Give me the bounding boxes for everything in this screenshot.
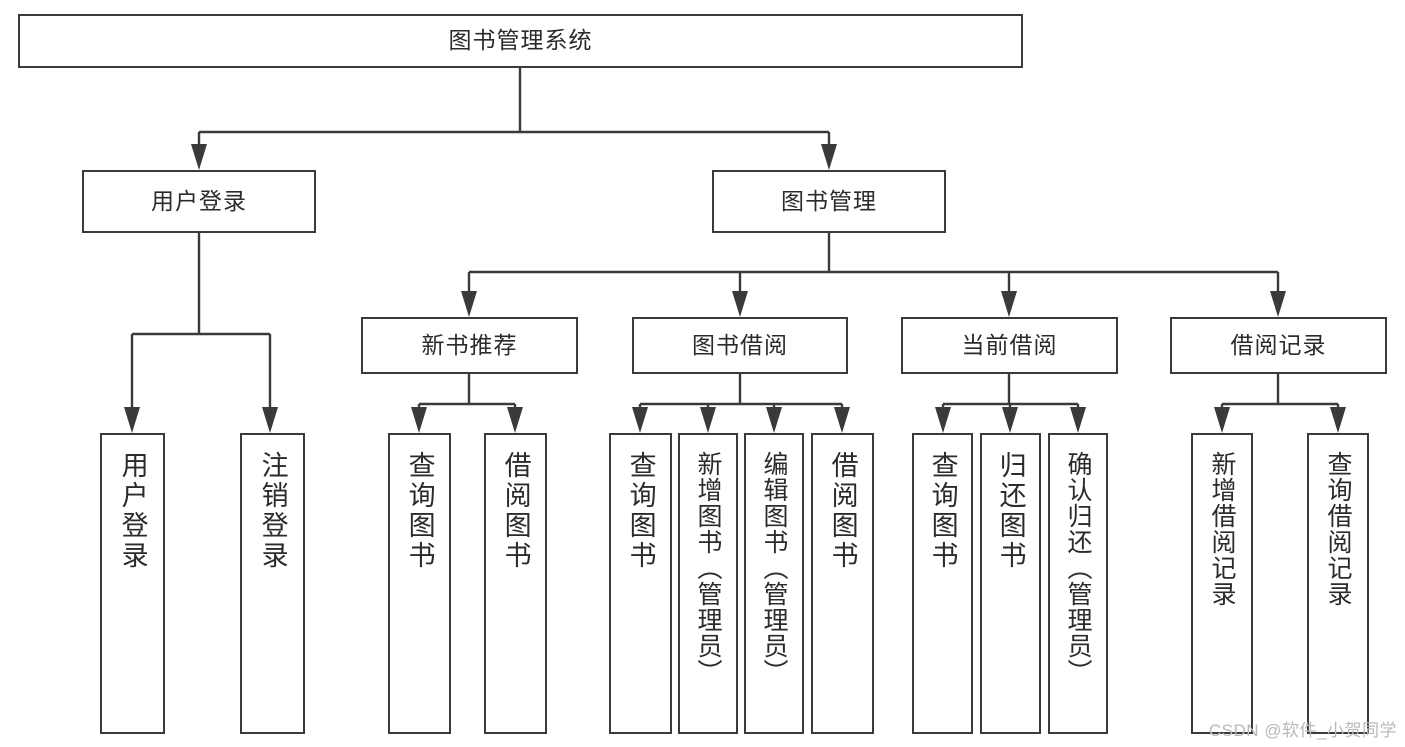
node-label: 查询图书 (927, 451, 958, 571)
arrowhead-borrowrecord-l1 (1214, 407, 1230, 433)
arrowhead-currentborrow (1001, 291, 1017, 317)
arrowhead-bookborrow-l1 (632, 407, 648, 433)
node-root-book-management-system[interactable]: 图书管理系统 (18, 14, 1023, 68)
node-label: 新增借阅记录 (1208, 451, 1236, 607)
arrowhead-currentborrow-l3 (1070, 407, 1086, 433)
leaf-borrow-record-query-record[interactable]: 查询借阅记录 (1307, 433, 1369, 734)
node-label: 确认归还（管理员） (1064, 451, 1092, 685)
node-label: 图书管理 (781, 187, 877, 214)
node-borrow-record[interactable]: 借阅记录 (1170, 317, 1387, 374)
arrowhead-bookborrow-l4 (834, 407, 850, 433)
leaf-user-login-logout[interactable]: 注销登录 (240, 433, 305, 734)
node-label: 查询借阅记录 (1324, 451, 1352, 607)
node-label: 借阅图书 (500, 451, 531, 571)
node-label: 图书借阅 (692, 331, 788, 358)
arrowhead-bookborrow-l2 (700, 407, 716, 433)
node-user-login[interactable]: 用户登录 (82, 170, 316, 233)
leaf-book-borrow-query-book[interactable]: 查询图书 (609, 433, 672, 734)
node-label: 用户登录 (117, 451, 148, 571)
arrowhead-newbook-l1 (411, 407, 427, 433)
node-label: 借阅记录 (1230, 331, 1327, 358)
arrowhead-newbook-l2 (507, 407, 523, 433)
node-label: 图书管理系统 (448, 27, 593, 54)
leaf-new-book-borrow-book[interactable]: 借阅图书 (484, 433, 547, 734)
arrowhead-borrowrecord (1270, 291, 1286, 317)
leaf-current-borrow-return-book[interactable]: 归还图书 (980, 433, 1041, 734)
arrowhead-userlogin (191, 144, 207, 170)
node-label: 用户登录 (151, 187, 247, 214)
node-label: 归还图书 (995, 451, 1026, 571)
arrowhead-bookborrow-l3 (766, 407, 782, 433)
leaf-book-borrow-edit-book-admin[interactable]: 编辑图书（管理员） (744, 433, 804, 734)
leaf-book-borrow-add-book-admin[interactable]: 新增图书（管理员） (678, 433, 738, 734)
arrowhead-borrowrecord-l2 (1330, 407, 1346, 433)
arrowhead-bookborrow (732, 291, 748, 317)
node-label: 借阅图书 (827, 451, 858, 571)
leaf-new-book-query-book[interactable]: 查询图书 (388, 433, 451, 734)
node-label: 当前借阅 (961, 331, 1058, 358)
node-book-management[interactable]: 图书管理 (712, 170, 946, 233)
node-label: 查询图书 (404, 451, 435, 571)
arrowhead-userlogin-l1 (124, 407, 140, 433)
leaf-current-borrow-query-book[interactable]: 查询图书 (912, 433, 973, 734)
leaf-current-borrow-confirm-return-admin[interactable]: 确认归还（管理员） (1048, 433, 1108, 734)
node-label: 注销登录 (257, 451, 288, 571)
node-label: 新增图书（管理员） (694, 451, 722, 685)
arrowhead-currentborrow-l1 (935, 407, 951, 433)
leaf-user-login-login[interactable]: 用户登录 (100, 433, 165, 734)
node-new-book-recommend[interactable]: 新书推荐 (361, 317, 578, 374)
leaf-borrow-record-add-record[interactable]: 新增借阅记录 (1191, 433, 1253, 734)
node-label: 编辑图书（管理员） (760, 451, 788, 685)
arrowhead-bookmgmt (821, 144, 837, 170)
node-book-borrow[interactable]: 图书借阅 (632, 317, 848, 374)
arrowhead-newbook (461, 291, 477, 317)
leaf-book-borrow-borrow-book[interactable]: 借阅图书 (811, 433, 874, 734)
node-current-borrow[interactable]: 当前借阅 (901, 317, 1118, 374)
node-label: 新书推荐 (421, 331, 518, 358)
arrowhead-currentborrow-l2 (1002, 407, 1018, 433)
node-label: 查询图书 (625, 451, 656, 571)
arrowhead-userlogin-l2 (262, 407, 278, 433)
